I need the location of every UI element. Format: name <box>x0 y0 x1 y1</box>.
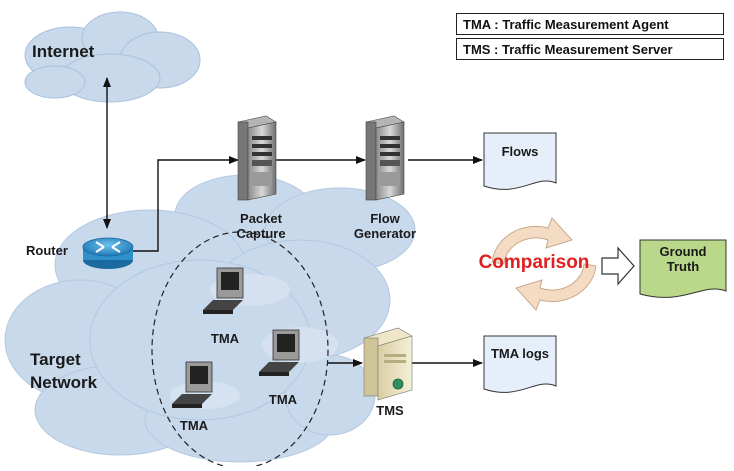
tma-label: TMA <box>210 331 240 346</box>
packet-capture-label-line2: Capture <box>236 226 286 241</box>
tma-computer-icon <box>259 329 300 376</box>
ground-truth-document-icon <box>639 239 727 298</box>
tma-computer-icon <box>203 267 244 314</box>
packet-capture-label-line1: Packet <box>240 211 282 226</box>
flow-generator-label-line2: Generator <box>353 226 417 241</box>
router-capture-link <box>133 156 239 252</box>
tma-computer-icon <box>172 361 213 408</box>
flows-label: Flows <box>501 144 539 159</box>
tms-server-icon <box>363 327 413 401</box>
ground-truth-label-line2: Truth <box>666 259 700 274</box>
internet-cloud <box>24 11 201 103</box>
tma-label: TMA <box>179 418 209 433</box>
target-network-label-line1: Target <box>30 350 81 369</box>
comparison-label: Comparison <box>478 252 590 273</box>
legend-tms: TMS : Traffic Measurement Server <box>456 38 724 60</box>
tma-logs-document-icon <box>483 335 557 393</box>
comparison-cycle-icon <box>491 217 597 311</box>
comparison-to-ground-truth-arrow <box>601 246 635 286</box>
legend-tma: TMA : Traffic Measurement Agent <box>456 13 724 35</box>
flow-generator-label-line1: Flow <box>370 211 400 226</box>
flow-generator-server-icon <box>365 115 405 201</box>
ground-truth-label-line1: Ground <box>659 244 707 259</box>
router-icon <box>82 237 134 269</box>
router-label: Router <box>26 243 68 258</box>
tms-label: TMS <box>376 403 404 418</box>
target-network-label-line2: Network <box>30 373 98 392</box>
tma-label: TMA <box>268 392 298 407</box>
internet-label: Internet <box>32 42 95 61</box>
packet-capture-server-icon <box>237 115 277 201</box>
tma-logs-label: TMA logs <box>490 346 549 361</box>
flows-document-icon <box>483 132 557 190</box>
